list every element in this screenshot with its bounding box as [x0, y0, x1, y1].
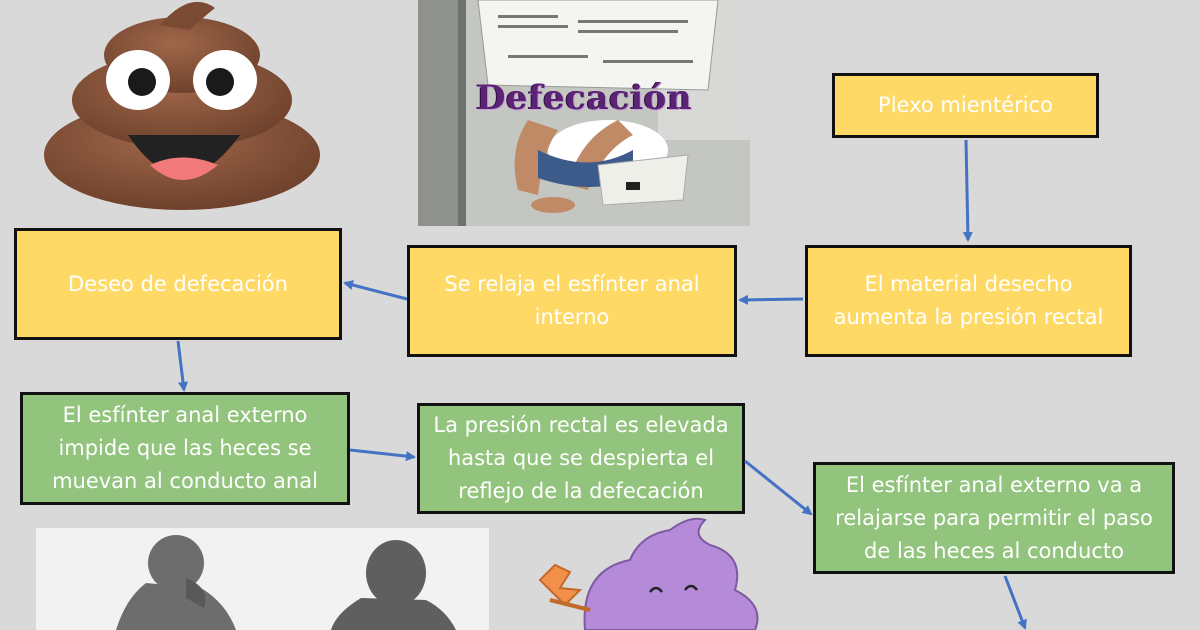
arrow-externo2-down	[1003, 575, 1027, 630]
arrow-plexo-to-material	[962, 139, 973, 242]
box-material-desecho: El material desecho aumenta la presión r…	[805, 245, 1132, 357]
photo-title: Defecación	[475, 78, 693, 118]
silhouettes-illustration	[36, 528, 489, 630]
toilet-photo: Defecación	[418, 0, 750, 226]
box-esfinter-externo-relaja: El esfínter anal externo va a relajarse …	[813, 462, 1175, 574]
box-presion-rectal-elevada: La presión rectal es elevada hasta que s…	[417, 403, 745, 514]
arrow-material-to-relaja	[738, 294, 804, 305]
arrow-externo1-to-presion	[349, 448, 416, 462]
arrow-deseo-to-externo1	[176, 340, 188, 392]
box-relaja-esfinter-interno: Se relaja el esfínter anal interno	[407, 245, 737, 357]
box-plexo-mienterico: Plexo mientérico	[832, 73, 1099, 138]
purple-poop-icon	[538, 517, 759, 630]
silhouettes-photo	[36, 528, 489, 630]
toilet-scene-illustration	[418, 0, 750, 226]
box-deseo-defecacion: Deseo de defecación	[14, 228, 342, 340]
arrow-relaja-to-deseo	[343, 280, 408, 301]
poop-emoji-icon	[44, 1, 320, 210]
box-esfinter-externo-impide: El esfínter anal externo impide que las …	[20, 392, 350, 505]
arrow-presion-to-externo2	[744, 459, 813, 516]
